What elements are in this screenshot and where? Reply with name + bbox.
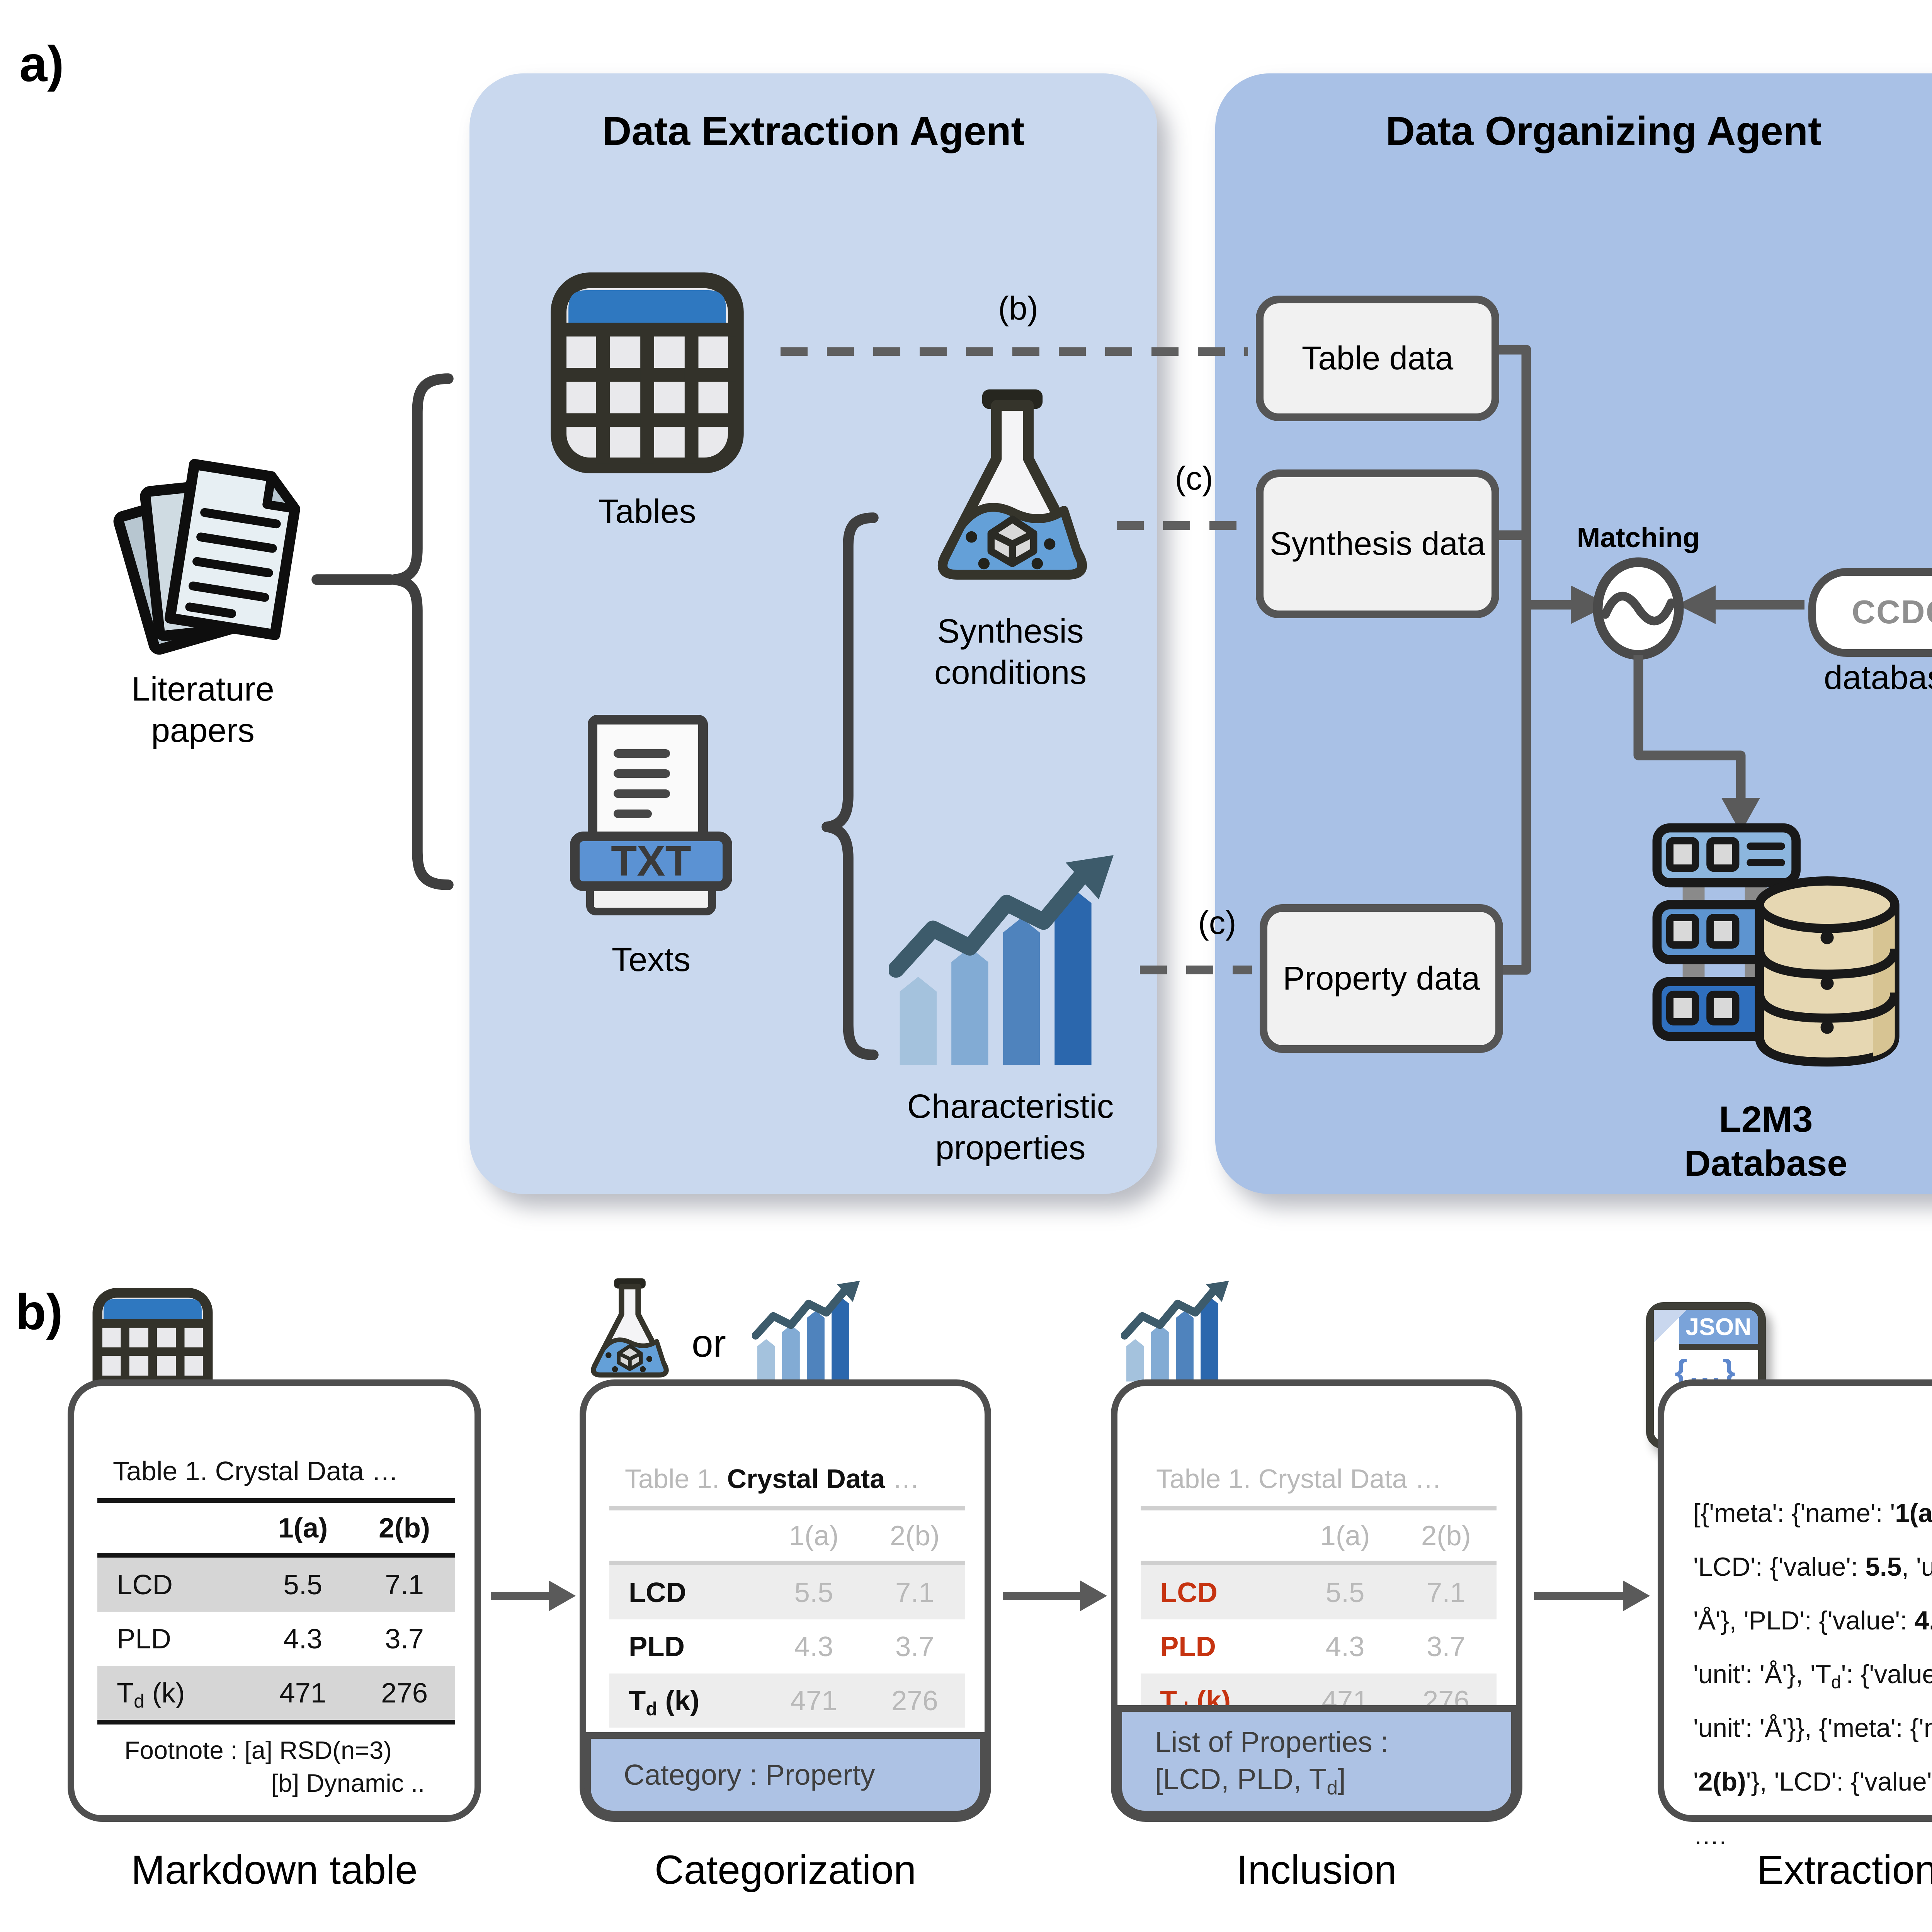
edge-label-c1: (c) bbox=[1175, 460, 1213, 497]
extraction-card: [{'meta': {'name': '1(a)'}, 'LCD': {'val… bbox=[1658, 1379, 1932, 1850]
bar-chart-mini-icon bbox=[750, 1279, 869, 1383]
txt-page bbox=[588, 715, 708, 846]
organizing-agent-title: Data Organizing Agent bbox=[1386, 109, 1821, 154]
or-label: or bbox=[692, 1322, 726, 1365]
edge-label-c2: (c) bbox=[1198, 905, 1236, 941]
panel-b-label: b) bbox=[15, 1284, 63, 1340]
literature-papers-label: Literature papers bbox=[131, 670, 274, 749]
categorization-card: Table 1. Crystal Data … 1(a) 2(b) LCD 5.… bbox=[580, 1379, 991, 1822]
flask-mini-icon bbox=[583, 1275, 676, 1387]
panel-a: a) Data Extraction Agent Data Organizing… bbox=[19, 36, 1932, 1194]
flow-arrow bbox=[1534, 1580, 1650, 1611]
step-label: Extraction bbox=[1757, 1847, 1932, 1893]
properties-band: List of Properties : [LCD, PLD, Td] bbox=[1116, 1705, 1518, 1817]
synthesis-data-box: Synthesis data bbox=[1256, 469, 1499, 618]
table-footnote: Footnote : [a] RSD(n=3) [b] Dynamic .. bbox=[124, 1736, 425, 1797]
panel-b: b) Table 1. Crystal Data … 1(a) 2(b) LCD bbox=[0, 1283, 1932, 1932]
mini-table: Table 1. Crystal Data … 1(a) 2(b) LCD 5.… bbox=[1141, 1463, 1497, 1728]
table-data-box: Table data bbox=[1256, 296, 1499, 421]
markdown-table-card: Table 1. Crystal Data … 1(a) 2(b) LCD 5.… bbox=[68, 1379, 481, 1822]
l2m3-database-icon bbox=[1646, 819, 1920, 1078]
flow-arrow bbox=[491, 1580, 576, 1611]
extracted-json-text: [{'meta': {'name': '1(a)'}, 'LCD': {'val… bbox=[1693, 1499, 1932, 1850]
mini-table: Table 1. Crystal Data … 1(a) 2(b) LCD 5.… bbox=[609, 1463, 965, 1728]
txt-bottom-strip bbox=[586, 891, 716, 916]
ccdc-database-icon: CCDC bbox=[1808, 568, 1932, 657]
step-label: Inclusion bbox=[1236, 1847, 1397, 1893]
txt-file-icon: TXT bbox=[570, 715, 732, 920]
property-data-box: Property data bbox=[1260, 904, 1503, 1053]
txt-banner: TXT bbox=[570, 832, 732, 891]
page-fold-icon bbox=[1654, 1310, 1687, 1343]
json-icon-header: JSON bbox=[1679, 1310, 1758, 1350]
flask-icon bbox=[923, 383, 1101, 599]
step-label: Markdown table bbox=[131, 1847, 418, 1893]
table-row: Td (k) 471 276 bbox=[97, 1666, 455, 1720]
extraction-agent-title: Data Extraction Agent bbox=[602, 109, 1025, 154]
mini-table: Table 1. Crystal Data … 1(a) 2(b) LCD 5.… bbox=[97, 1456, 455, 1799]
table-row: PLD 4.3 3.7 bbox=[117, 1623, 424, 1655]
tables-label: Tables bbox=[598, 492, 696, 530]
matching-label: Matching bbox=[1577, 522, 1700, 553]
table-title: Table 1. Crystal Data … bbox=[113, 1456, 399, 1486]
texts-label: Texts bbox=[611, 940, 691, 978]
table-row: LCD 5.5 7.1 bbox=[97, 1558, 455, 1612]
ccdc-database-label: database bbox=[1823, 658, 1932, 696]
synthesis-conditions-label: Synthesis conditions bbox=[934, 612, 1087, 691]
bar-chart-mini-icon bbox=[1119, 1279, 1238, 1383]
tables-icon bbox=[549, 270, 746, 475]
flow-arrow bbox=[1003, 1580, 1107, 1611]
table-header-row: 1(a) 2(b) bbox=[278, 1512, 430, 1544]
panel-a-label: a) bbox=[19, 36, 64, 92]
bar-chart-icon bbox=[889, 850, 1128, 1070]
edge-label-b: (b) bbox=[998, 290, 1038, 327]
step-label: Categorization bbox=[654, 1847, 917, 1893]
inclusion-card: Table 1. Crystal Data … 1(a) 2(b) LCD 5.… bbox=[1111, 1379, 1522, 1822]
data-extraction-agent-panel: Data Extraction Agent bbox=[469, 73, 1157, 1194]
category-band: Category : Property bbox=[584, 1732, 986, 1817]
literature-papers-icon bbox=[110, 444, 323, 672]
characteristic-properties-label: Characteristic properties bbox=[907, 1087, 1114, 1167]
l2m3-database-label: L2M3 Database bbox=[1684, 1099, 1848, 1184]
